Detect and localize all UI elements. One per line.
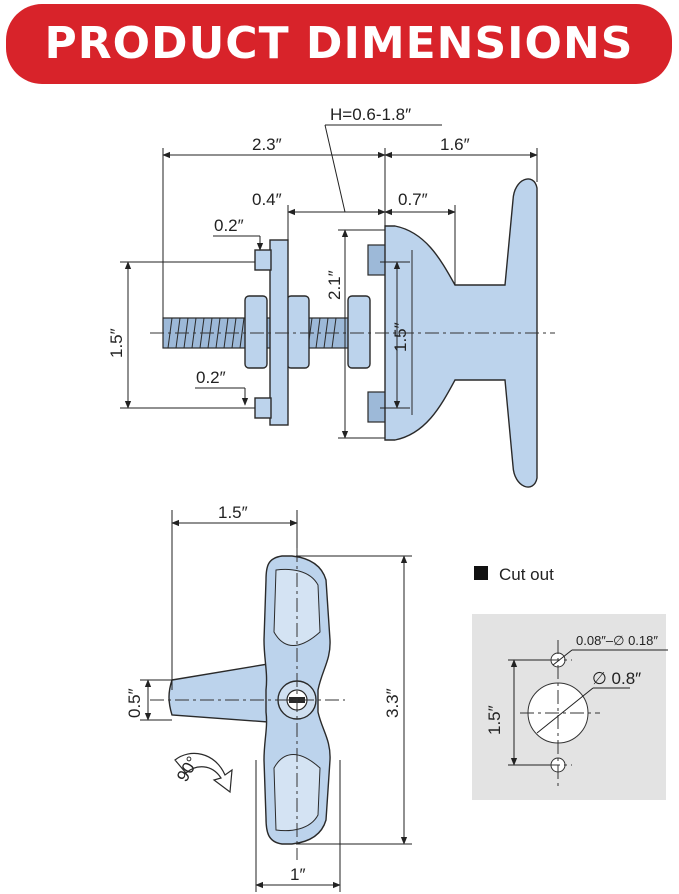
front-view: 1.5″ 0.5″ 3.3″ 1″ 90° <box>125 503 412 892</box>
dim-flange-height: 2.1″ <box>325 270 344 300</box>
dim-stud-bottom: 0.2″ <box>196 368 226 387</box>
flange-screw-top <box>367 244 387 276</box>
dim-handle-length: 1.6″ <box>440 135 470 154</box>
nut-left <box>244 295 268 369</box>
side-view: 2.3″ 1.6″ H=0.6-1.8″ 0.4″ 0.7″ 0.2″ 0.2″… <box>107 105 555 488</box>
dim-stud-spacing: 1.5″ <box>391 322 410 352</box>
dim-hole: 0.08″–∅ 0.18″ <box>576 633 658 648</box>
nut-right <box>347 295 371 369</box>
cutout-section: Cut out 0.08″–∅ 0.18″ ∅ 0.8″ 1.5″ <box>472 565 668 800</box>
dim-cam-height: 1.5″ <box>107 328 126 358</box>
cutout-legend-square <box>474 566 488 580</box>
nut-middle <box>286 295 310 369</box>
cam-arm <box>168 663 269 723</box>
rotation-arrow-icon <box>174 752 233 794</box>
page-title: PRODUCT DIMENSIONS <box>44 18 634 69</box>
dim-body-width: 1″ <box>290 865 305 884</box>
title-banner: PRODUCT DIMENSIONS <box>6 4 672 84</box>
dim-plate-offset: 0.4″ <box>252 190 282 209</box>
dim-grip-range: H=0.6-1.8″ <box>330 105 411 124</box>
dim-overall-length: 2.3″ <box>252 135 282 154</box>
stud-top <box>254 249 272 271</box>
dim-cam-width: 0.5″ <box>125 688 144 718</box>
cutout-legend-label: Cut out <box>499 565 554 584</box>
dim-handle-half-width: 1.5″ <box>218 503 248 522</box>
dim-handle-height: 3.3″ <box>383 688 402 718</box>
dim-stud-top: 0.2″ <box>214 216 244 235</box>
dim-bore: ∅ 0.8″ <box>592 669 641 688</box>
stud-bottom <box>254 397 272 419</box>
dim-cutout-spacing: 1.5″ <box>485 705 504 735</box>
flange-screw-bottom <box>367 391 387 423</box>
dim-flange-depth: 0.7″ <box>398 190 428 209</box>
